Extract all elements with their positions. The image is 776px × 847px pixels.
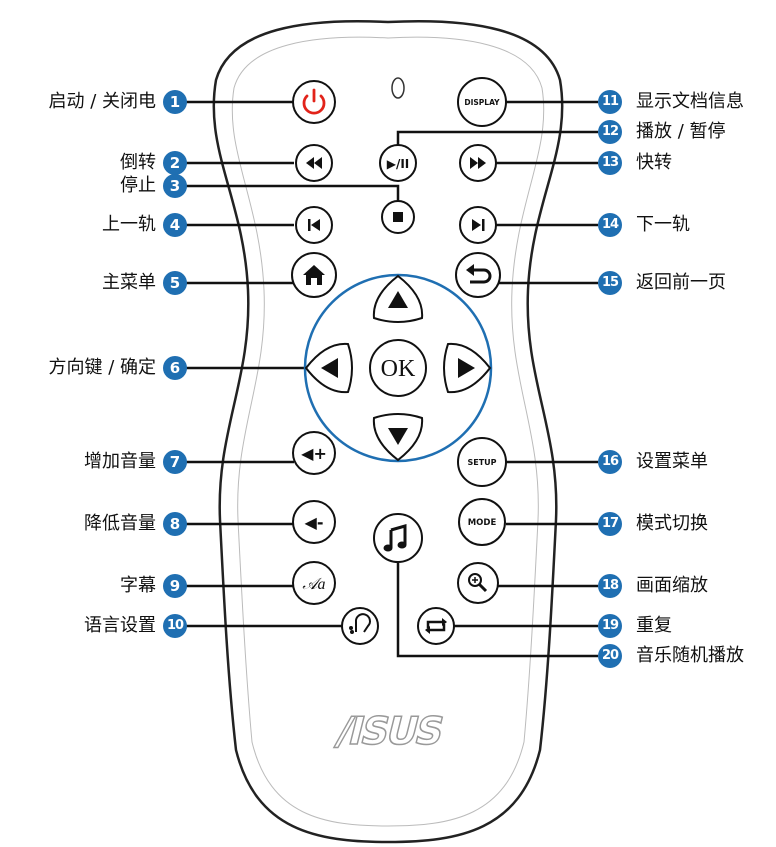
callout-badge-1: 1 <box>163 90 187 114</box>
label-subtitle: 字幕 <box>120 575 156 596</box>
volume-up-button[interactable]: ◀+ <box>292 431 336 475</box>
dpad-right-button[interactable] <box>443 342 492 394</box>
mode-label: MODE <box>468 518 497 528</box>
next-track-button[interactable] <box>459 206 497 244</box>
label-back: 返回前一页 <box>636 272 726 293</box>
dpad-left-button[interactable] <box>304 342 353 394</box>
callout-badge-9: 9 <box>163 574 187 598</box>
arrow-down-icon <box>388 428 408 445</box>
back-button[interactable] <box>455 252 501 298</box>
label-zoom: 画面缩放 <box>636 575 708 596</box>
zoom-button[interactable] <box>457 562 499 604</box>
arrow-up-icon <box>388 291 408 308</box>
play-pause-button[interactable]: ▶/II <box>379 144 417 182</box>
display-button[interactable]: DISPLAY <box>457 77 507 127</box>
label-previous-track: 上一轨 <box>102 214 156 235</box>
callout-badge-5: 5 <box>163 271 187 295</box>
callout-badge-20: 20 <box>598 644 622 668</box>
dpad-up-button[interactable] <box>372 274 424 323</box>
power-icon <box>302 94 326 115</box>
volume-down-label: ◀- <box>305 513 324 532</box>
stop-button[interactable] <box>381 200 415 234</box>
callout-badge-11: 11 <box>598 90 622 114</box>
callout-badge-13: 13 <box>598 151 622 175</box>
callout-badge-16: 16 <box>598 450 622 474</box>
label-rewind: 倒转 <box>120 152 156 173</box>
label-music-shuffle: 音乐随机播放 <box>636 645 744 666</box>
audio-language-icon <box>349 613 371 634</box>
fast-forward-icon <box>470 157 486 169</box>
callout-badge-3: 3 <box>163 174 187 198</box>
ok-button[interactable]: OK <box>369 339 427 397</box>
asus-logo: /ISUS <box>332 710 447 754</box>
dpad-down-button[interactable] <box>372 413 424 462</box>
label-fast-forward: 快转 <box>636 152 672 173</box>
callout-badge-2: 2 <box>163 151 187 175</box>
repeat-icon <box>425 618 447 634</box>
label-stop: 停止 <box>120 175 156 196</box>
play-pause-label: ▶/II <box>387 157 410 171</box>
next-track-icon <box>472 219 485 231</box>
subtitle-button[interactable]: 𝒜a <box>292 561 336 605</box>
volume-up-label: ◀+ <box>301 444 327 463</box>
callout-badge-8: 8 <box>163 512 187 536</box>
label-dpad-ok: 方向键 / 确定 <box>48 357 156 378</box>
label-next-track: 下一轨 <box>636 214 690 235</box>
label-display: 显示文档信息 <box>636 91 744 112</box>
previous-track-button[interactable] <box>295 206 333 244</box>
callout-badge-6: 6 <box>163 356 187 380</box>
previous-track-icon <box>308 219 320 231</box>
music-note-icon <box>383 524 407 552</box>
label-repeat: 重复 <box>636 615 672 636</box>
power-button[interactable] <box>292 80 336 124</box>
zoom-icon <box>468 573 488 593</box>
leader-lines <box>186 100 598 658</box>
callout-badge-14: 14 <box>598 213 622 237</box>
arrow-right-icon <box>458 358 475 378</box>
callout-badge-7: 7 <box>163 450 187 474</box>
arrow-left-icon <box>321 358 338 378</box>
setup-button[interactable]: SETUP <box>457 437 507 487</box>
label-power: 启动 / 关闭电 <box>48 91 156 112</box>
callout-badge-17: 17 <box>598 512 622 536</box>
label-mode: 模式切换 <box>636 513 708 534</box>
ir-sensor <box>391 77 405 99</box>
rewind-button[interactable] <box>295 144 333 182</box>
rewind-icon <box>306 157 322 169</box>
label-home: 主菜单 <box>102 272 156 293</box>
label-setup: 设置菜单 <box>636 451 708 472</box>
label-volume-up: 增加音量 <box>84 451 156 472</box>
label-volume-down: 降低音量 <box>84 513 156 534</box>
callout-badge-19: 19 <box>598 614 622 638</box>
music-shuffle-button[interactable] <box>373 513 423 563</box>
back-icon <box>466 264 492 284</box>
fast-forward-button[interactable] <box>459 144 497 182</box>
callout-badge-10: 10 <box>163 614 187 638</box>
stop-icon <box>393 212 403 222</box>
audio-language-button[interactable] <box>341 607 379 645</box>
mode-button[interactable]: MODE <box>458 498 506 546</box>
display-label: DISPLAY <box>464 98 500 107</box>
callout-badge-12: 12 <box>598 120 622 144</box>
volume-down-button[interactable]: ◀- <box>292 500 336 544</box>
callout-badge-4: 4 <box>163 213 187 237</box>
setup-label: SETUP <box>467 458 496 467</box>
label-play-pause: 播放 / 暂停 <box>636 121 726 142</box>
home-button[interactable] <box>291 252 337 298</box>
home-icon <box>303 265 325 285</box>
callout-badge-18: 18 <box>598 574 622 598</box>
subtitle-label: 𝒜a <box>302 576 325 593</box>
label-audio-language: 语言设置 <box>84 615 156 636</box>
callout-badge-15: 15 <box>598 271 622 295</box>
repeat-button[interactable] <box>417 607 455 645</box>
ok-label: OK <box>381 356 416 382</box>
